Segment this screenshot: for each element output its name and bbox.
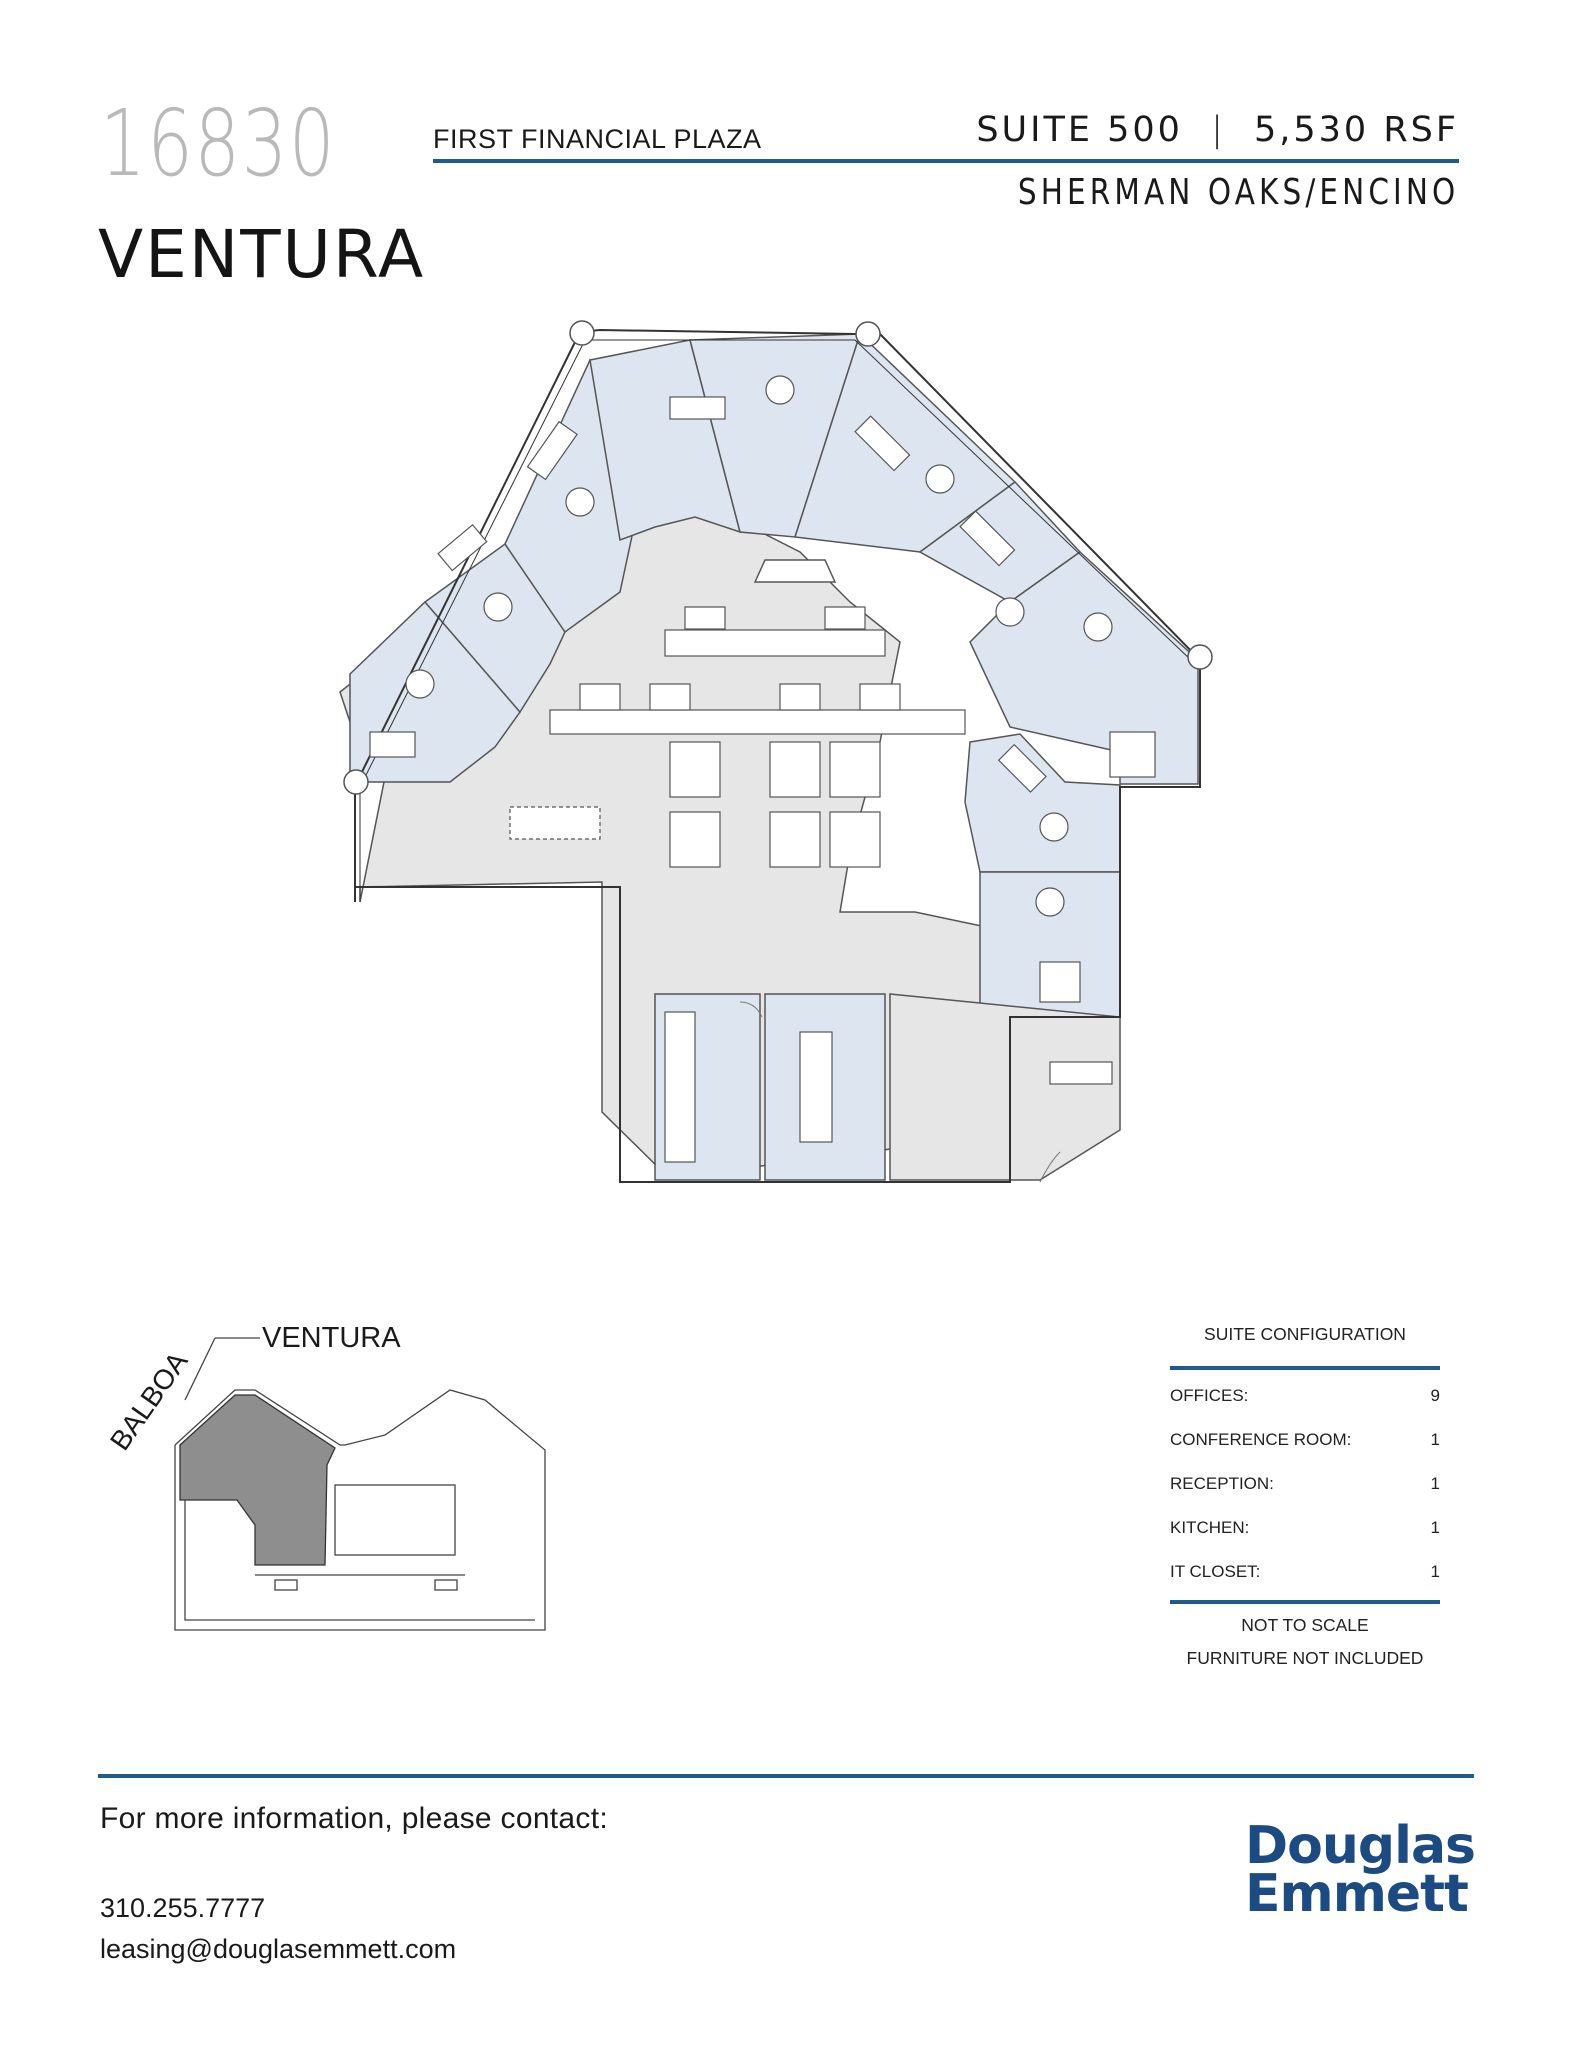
key-plan-outline xyxy=(174,1389,546,1631)
suite-number: SUITE 500 xyxy=(976,110,1183,150)
config-value: 9 xyxy=(1430,1386,1440,1405)
config-row: OFFICES: 9 xyxy=(1170,1386,1440,1416)
suite-config-title: SUITE CONFIGURATION xyxy=(1204,1324,1406,1344)
suite-config-rule xyxy=(1170,1600,1440,1604)
config-value: 1 xyxy=(1430,1474,1440,1493)
config-row: IT CLOSET: 1 xyxy=(1170,1562,1440,1592)
reception xyxy=(889,993,1121,1181)
suite-separator: | xyxy=(1211,110,1226,150)
suite-rsf: 5,530 RSF xyxy=(1254,110,1459,150)
suite-config-rule xyxy=(1170,1366,1440,1370)
config-row: CONFERENCE ROOM: 1 xyxy=(1170,1430,1440,1460)
config-label: OFFICES: xyxy=(1170,1386,1249,1405)
floor-plan xyxy=(339,320,1213,1183)
douglas-emmett-logo: Douglas Emmett xyxy=(1245,1816,1476,1924)
config-row: RECEPTION: 1 xyxy=(1170,1474,1440,1504)
footer-rule xyxy=(98,1774,1474,1778)
key-plan xyxy=(174,1337,546,1631)
note-not-to-scale: NOT TO SCALE xyxy=(1241,1615,1369,1635)
config-value: 1 xyxy=(1430,1518,1440,1537)
config-value: 1 xyxy=(1430,1562,1440,1581)
office-2 xyxy=(423,542,566,714)
note-furniture: FURNITURE NOT INCLUDED xyxy=(1186,1648,1424,1668)
office-9 xyxy=(964,733,1121,873)
contact-email[interactable]: leasing@douglasemmett.com xyxy=(100,1934,457,1964)
config-label: CONFERENCE ROOM: xyxy=(1170,1430,1352,1449)
building-name: FIRST FINANCIAL PLAZA xyxy=(433,124,762,154)
suite-info: SUITE 500 | 5,530 RSF xyxy=(976,110,1459,150)
logo-line: Douglas xyxy=(1245,1816,1476,1876)
header-rule xyxy=(433,159,1459,163)
address-number: 16830 xyxy=(100,90,337,197)
address-street: VENTURA xyxy=(98,216,426,293)
submarket: SHERMAN OAKS/ENCINO xyxy=(1017,172,1459,213)
contact-heading: For more information, please contact: xyxy=(100,1802,608,1835)
key-plan-suite xyxy=(179,1394,336,1566)
config-label: RECEPTION: xyxy=(1170,1474,1274,1493)
key-plan-street-top: VENTURA xyxy=(262,1322,401,1354)
config-value: 1 xyxy=(1430,1430,1440,1449)
config-row: KITCHEN: 1 xyxy=(1170,1518,1440,1548)
config-label: IT CLOSET: xyxy=(1170,1562,1261,1581)
logo-line: Emmett xyxy=(1245,1864,1469,1924)
contact-phone[interactable]: 310.255.7777 xyxy=(100,1893,266,1923)
config-label: KITCHEN: xyxy=(1170,1518,1250,1537)
